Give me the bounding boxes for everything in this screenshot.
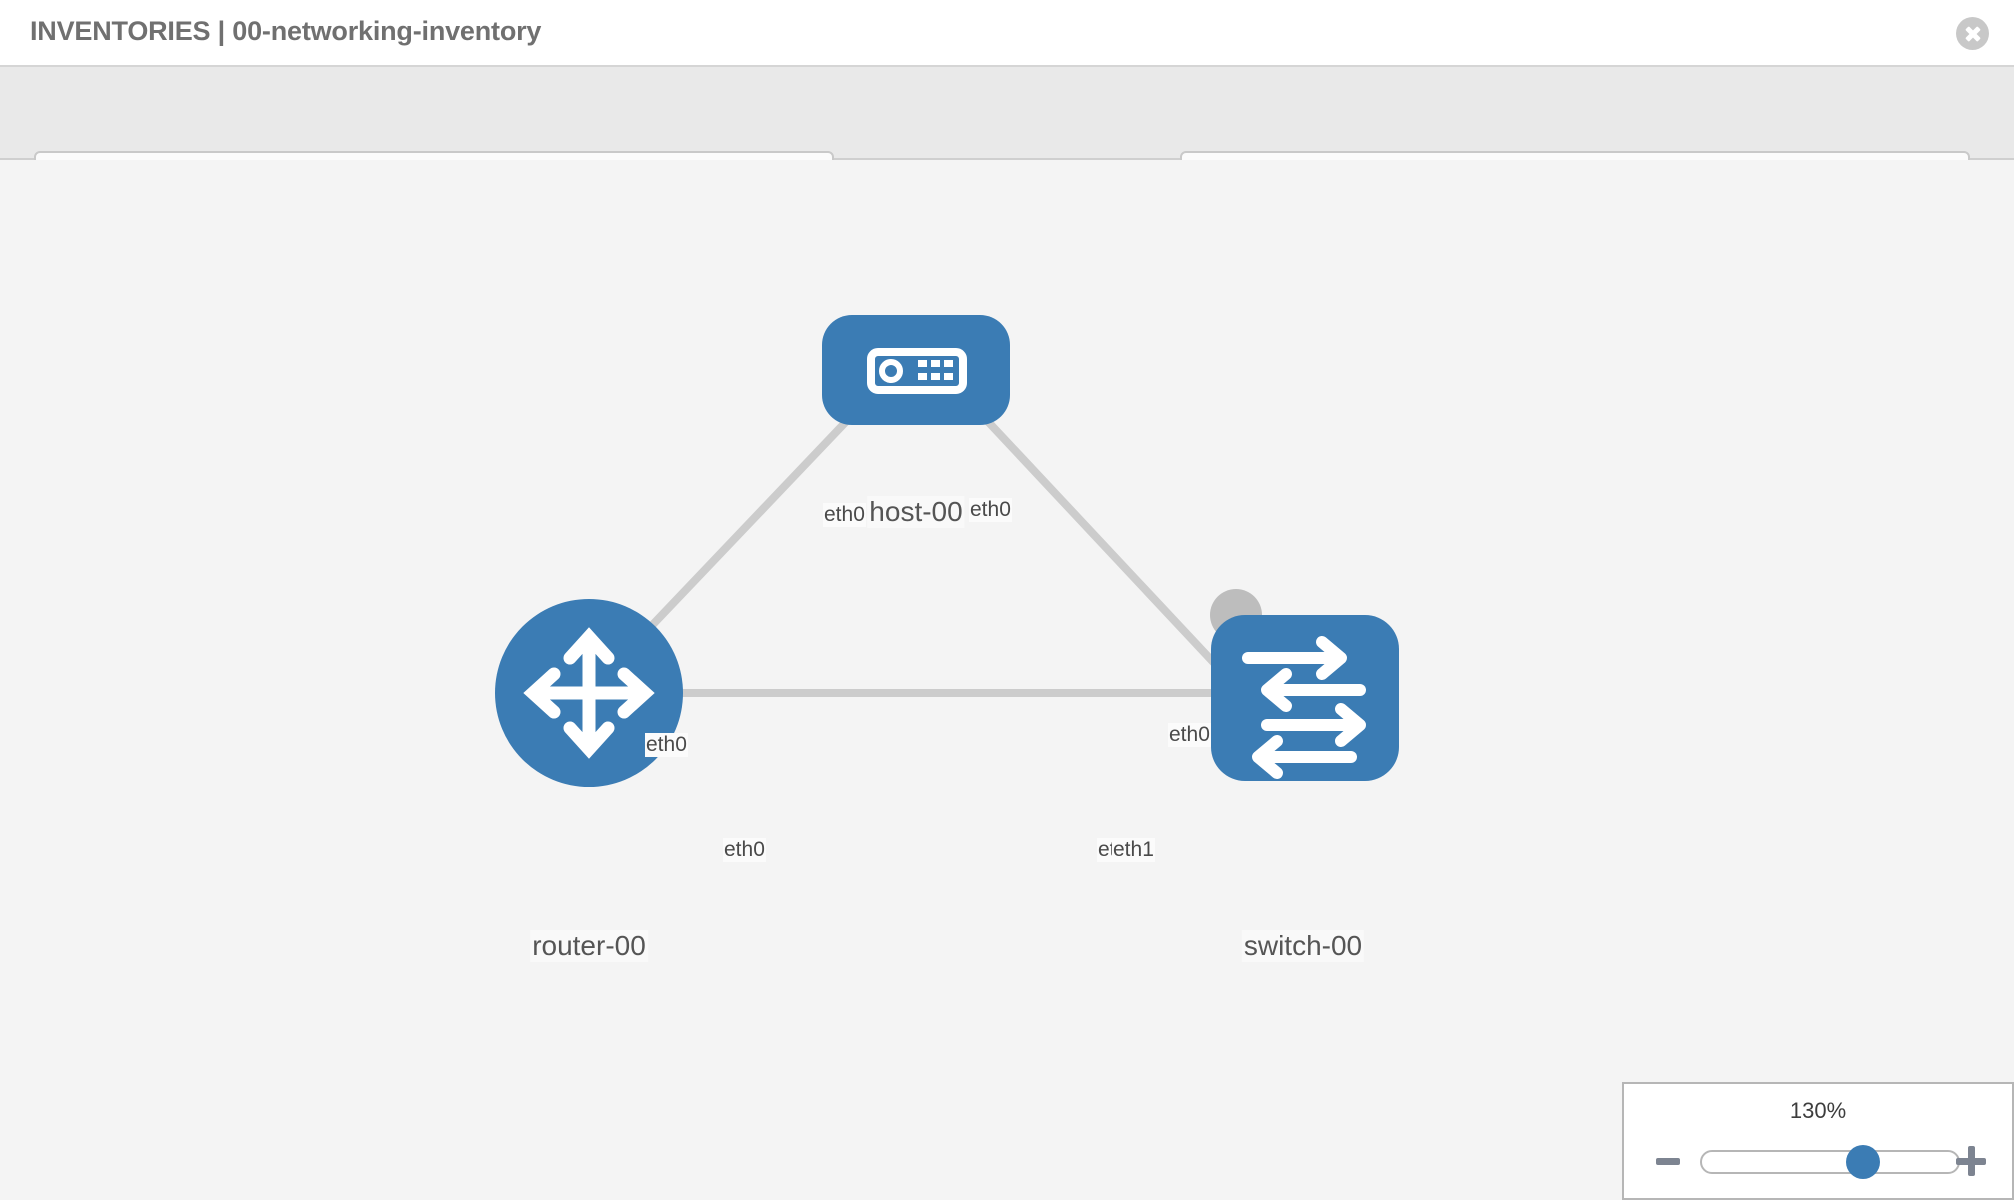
- page-header: INVENTORIES | 00-networking-inventory: [0, 0, 2014, 67]
- zoom-in-button[interactable]: [1956, 1146, 1986, 1176]
- port-label: eth0: [969, 498, 1012, 522]
- zoom-slider-thumb[interactable]: [1846, 1145, 1881, 1179]
- node-label-router-00: router-00: [530, 930, 648, 962]
- topology-graph[interactable]: [0, 160, 2014, 1200]
- router-arrows-icon: [523, 627, 655, 759]
- node-host-00[interactable]: [822, 315, 1010, 425]
- node-switch-00[interactable]: [1211, 615, 1399, 781]
- node-router-00[interactable]: [495, 599, 683, 787]
- zoom-out-button[interactable]: [1656, 1158, 1680, 1165]
- server-icon: [867, 348, 967, 394]
- node-label-host-00: host-00: [867, 496, 965, 528]
- toolbar: ACTIONS SEARCH: [0, 67, 2014, 207]
- zoom-slider[interactable]: [1700, 1145, 1960, 1179]
- zoom-control-panel: 130%: [1622, 1082, 2014, 1200]
- zoom-percent-label: 130%: [1789, 1098, 1847, 1123]
- zoom-slider-row: [1624, 1144, 2012, 1184]
- port-label: eth0: [723, 838, 766, 862]
- topology-canvas[interactable]: host-00 router-00 switch-00 eth0 eth0 et…: [0, 160, 2014, 1200]
- port-label: eth0: [1168, 723, 1211, 747]
- switch-arrows-icon: [1242, 636, 1366, 779]
- node-label-switch-00: switch-00: [1241, 930, 1365, 962]
- close-icon[interactable]: [1956, 17, 1989, 50]
- port-label: eth0: [645, 733, 688, 757]
- page-title: INVENTORIES | 00-networking-inventory: [30, 16, 542, 46]
- port-label: eth1: [1112, 838, 1155, 862]
- port-label: eth0: [823, 503, 866, 527]
